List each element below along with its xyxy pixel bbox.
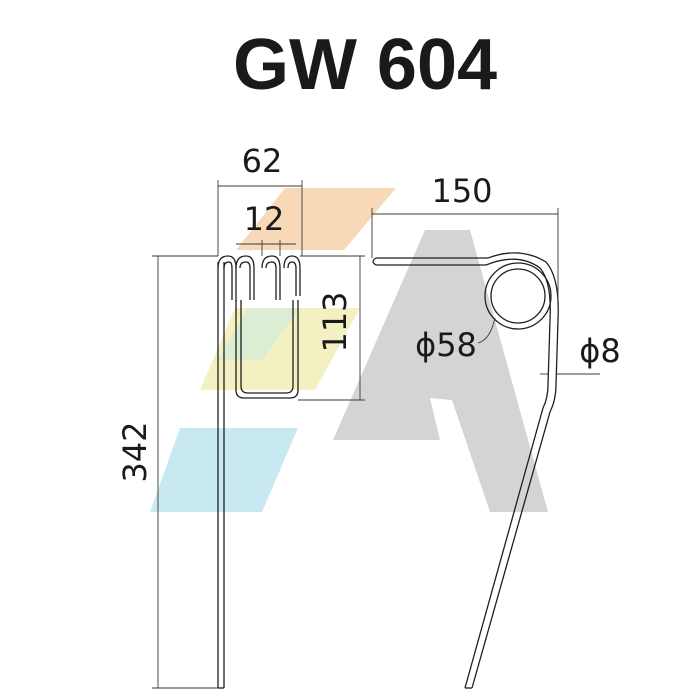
dim-width-overall: 62	[242, 142, 283, 180]
dim-coil-height: 113	[316, 291, 354, 352]
watermark-green-band	[218, 308, 300, 360]
dim-total-height: 342	[116, 421, 154, 482]
watermark-grey-a	[333, 230, 548, 512]
dim-coil-diameter: ϕ58	[415, 326, 477, 364]
front-view	[217, 255, 301, 689]
watermark-orange-band	[236, 188, 396, 250]
page-title: GW 604	[233, 25, 497, 105]
side-view	[372, 252, 559, 689]
dim-wire-diameter: ϕ8	[579, 332, 620, 370]
dimension-lines	[152, 180, 600, 689]
dim-side-reach: 150	[431, 172, 492, 210]
dim-coil-pitch: 12	[244, 200, 285, 238]
